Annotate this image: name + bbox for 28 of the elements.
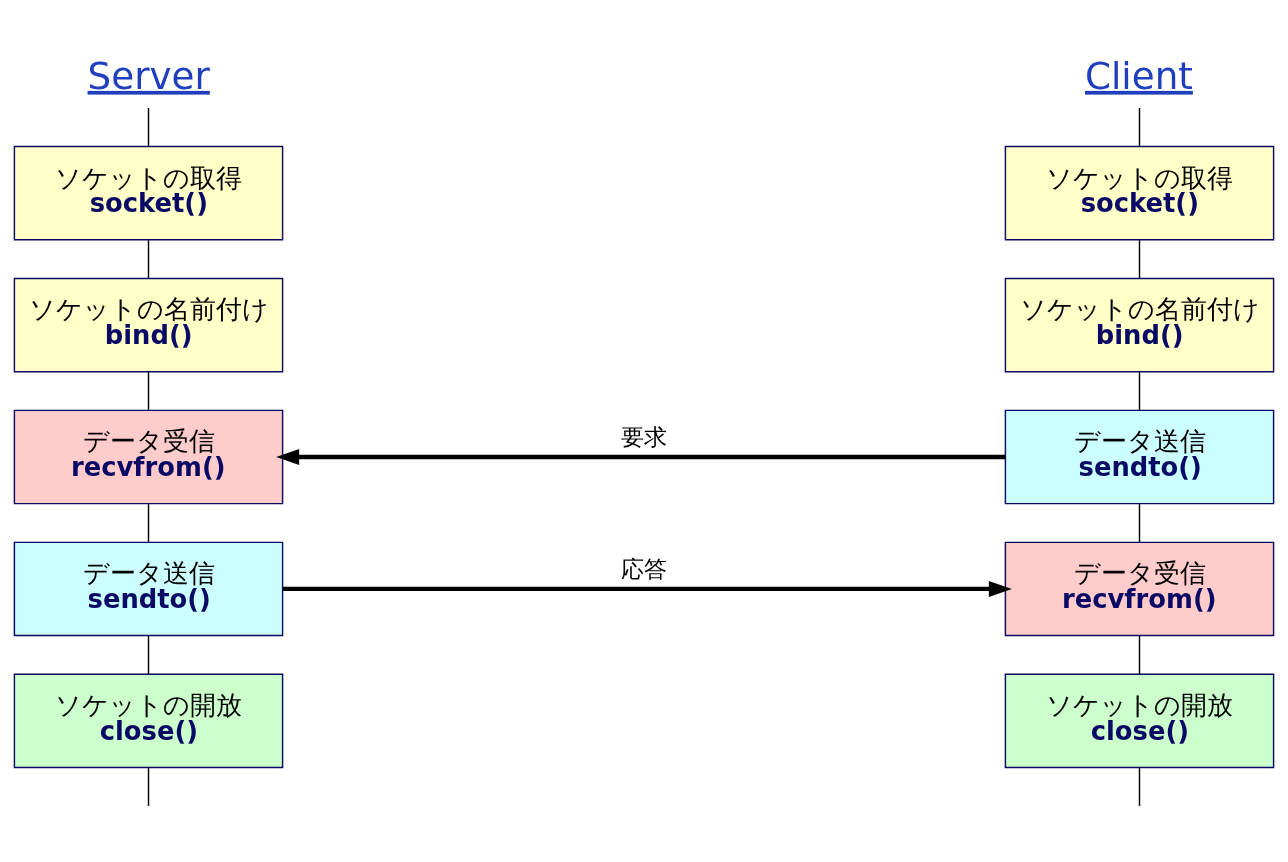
connector bbox=[147, 371, 150, 411]
node-box: データ送信 sendto() bbox=[1004, 409, 1275, 505]
arrow bbox=[276, 448, 1006, 466]
connector bbox=[1138, 767, 1141, 807]
edge-label: 応答 bbox=[621, 556, 668, 583]
connector bbox=[147, 635, 150, 675]
node-box: ソケットの取得 socket() bbox=[13, 145, 284, 241]
node-box: データ受信 recvfrom() bbox=[1004, 541, 1275, 637]
connector bbox=[147, 767, 150, 807]
connector bbox=[1138, 503, 1141, 543]
arrow bbox=[282, 580, 1012, 597]
node-box: ソケットの開放 close() bbox=[13, 673, 284, 769]
node-box: ソケットの取得 socket() bbox=[1004, 145, 1275, 241]
node-box: データ送信 sendto() bbox=[13, 541, 284, 637]
node-box: ソケットの名前付け bind() bbox=[1004, 277, 1275, 373]
node-text: Client bbox=[1085, 53, 1193, 98]
node-text: Server bbox=[87, 53, 210, 98]
edge-label: 要求 bbox=[621, 424, 668, 451]
node-box: データ受信 recvfrom() bbox=[13, 409, 284, 505]
connector bbox=[147, 239, 150, 279]
connector bbox=[1138, 635, 1141, 675]
connector bbox=[1138, 107, 1141, 148]
connector bbox=[1138, 371, 1141, 411]
connector bbox=[147, 503, 150, 543]
connector bbox=[147, 107, 150, 148]
node-box: ソケットの名前付け bind() bbox=[13, 277, 284, 373]
node-box: ソケットの開放 close() bbox=[1004, 673, 1275, 769]
connector bbox=[1138, 239, 1141, 279]
